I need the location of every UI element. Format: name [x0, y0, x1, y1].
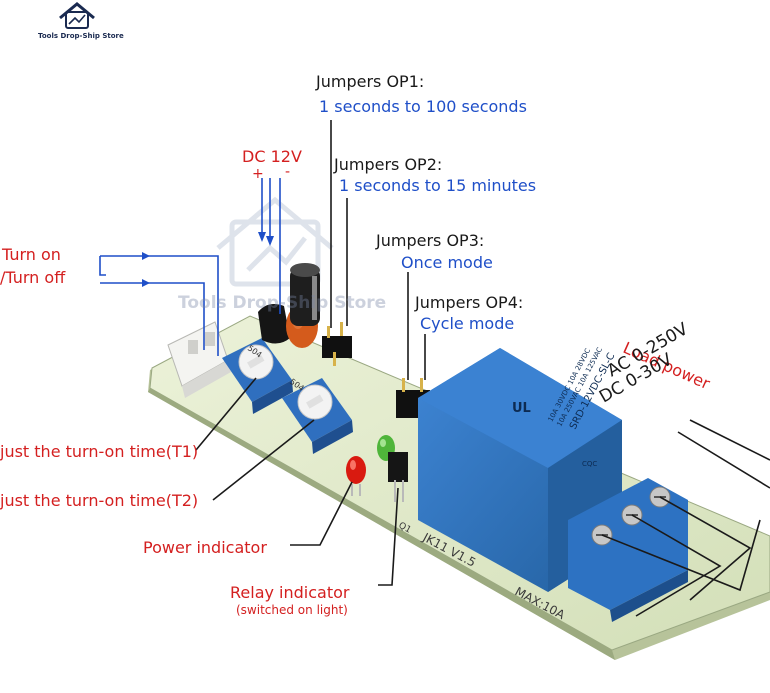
- dc-plus-label: +: [252, 166, 264, 182]
- dc-line: [677, 431, 770, 489]
- turn-on-line-2: [100, 255, 219, 356]
- watermark-text: Tools Drop-Ship Store: [178, 293, 387, 313]
- screw-terminal: [568, 478, 688, 622]
- potentiometer-t1: [222, 338, 293, 414]
- store-name: Tools Drop-Ship Store: [38, 32, 124, 40]
- op4-title: Jumpers OP4:: [415, 293, 524, 312]
- op3-title: Jumpers OP3:: [376, 231, 485, 250]
- load-wire-2: [631, 514, 722, 617]
- dc-arrow-1: [258, 232, 266, 242]
- relay-ul-mark: UL: [512, 401, 531, 416]
- turn-off-label: /Turn off: [0, 268, 66, 287]
- transistor: [258, 304, 290, 344]
- t1-label: just the turn-on time(T1): [0, 442, 199, 461]
- load-wire-1: [659, 496, 752, 601]
- op4-description: Cycle mode: [420, 314, 515, 333]
- dc-minus-label: -: [285, 164, 291, 180]
- turn-on-line: [99, 256, 106, 276]
- ac-line: [689, 419, 770, 461]
- turn-on-label: Turn on: [2, 245, 61, 264]
- jumper-op1-op2: [322, 322, 352, 366]
- relay-cqc-mark: CQC: [582, 460, 597, 468]
- op3-description: Once mode: [401, 253, 493, 272]
- op2-description: 1 seconds to 15 minutes: [339, 176, 537, 195]
- callout-lines: [99, 120, 770, 617]
- relay-indicator-line: [378, 487, 399, 586]
- turn-off-arrow: [142, 279, 150, 287]
- potentiometer-t2: [282, 378, 353, 454]
- op1-title: Jumpers OP1:: [316, 72, 425, 91]
- power-led: [346, 456, 366, 496]
- dc-supply-label: DC 12V: [242, 147, 302, 166]
- electrolytic-capacitor: [290, 263, 320, 326]
- turn-on-arrow: [142, 252, 150, 260]
- watermark-logo-icon: [216, 196, 334, 287]
- op1-description: 1 seconds to 100 seconds: [319, 97, 527, 116]
- op2-title: Jumpers OP2:: [334, 155, 443, 174]
- relay-indicator-label: Relay indicator: [230, 583, 350, 602]
- load-wire-3: [601, 519, 761, 592]
- q1-header: [388, 452, 408, 502]
- t2-label: just the turn-on time(T2): [0, 491, 199, 510]
- power-indicator-line: [290, 481, 353, 546]
- t1-line: [195, 377, 257, 451]
- power-indicator-label: Power indicator: [143, 538, 267, 557]
- input-connector: [167, 321, 231, 398]
- turn-off-line: [100, 282, 205, 350]
- t2-line: [212, 419, 315, 501]
- relay-indicator-note: (switched on light): [236, 603, 348, 617]
- dc-arrow-2: [266, 236, 274, 246]
- store-logo-icon: [59, 2, 95, 29]
